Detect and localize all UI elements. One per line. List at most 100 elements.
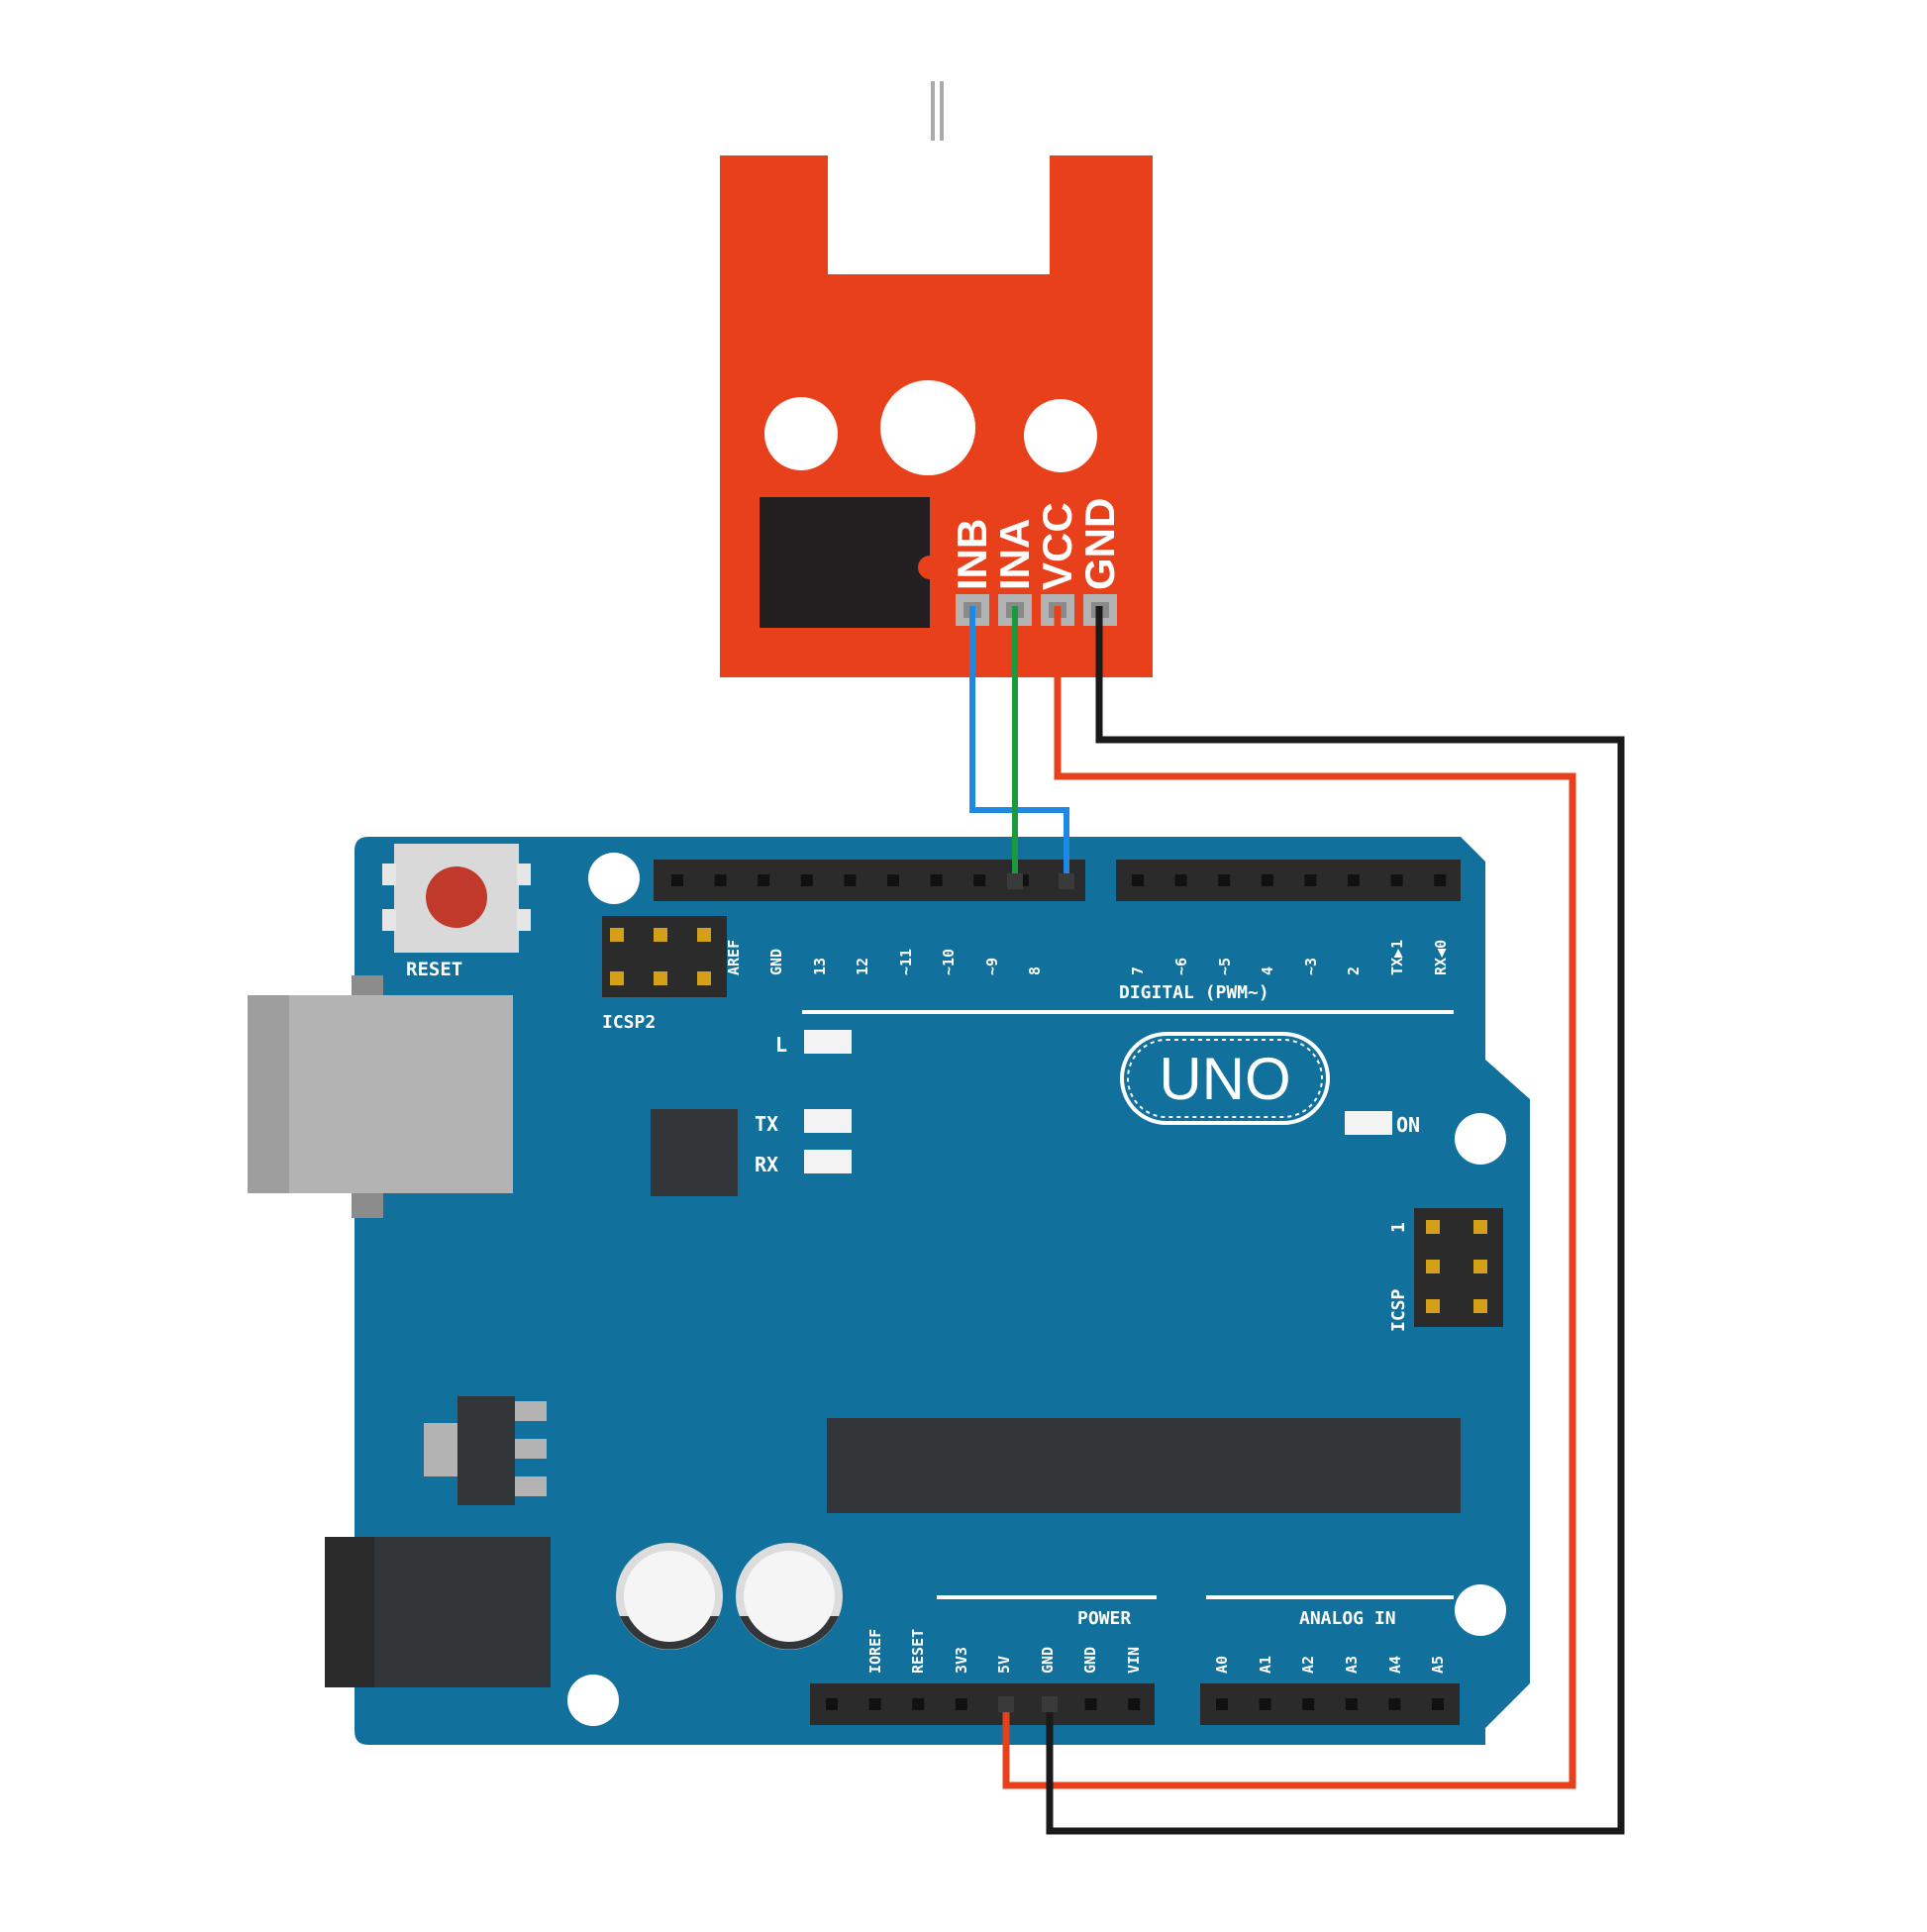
- pin-label: A2: [1299, 1656, 1317, 1674]
- power-label: POWER: [1077, 1608, 1131, 1629]
- digital-header-label: DIGITAL (PWM~): [1119, 982, 1269, 1003]
- led-tx-label: TX: [755, 1112, 778, 1136]
- digital-header-right: [1116, 860, 1461, 901]
- header-pin: [1132, 874, 1144, 886]
- led-rx: [804, 1150, 852, 1173]
- motor-shaft-core: [935, 81, 940, 141]
- mount-hole: [1455, 1113, 1506, 1165]
- icsp-label: ICSP: [1388, 1288, 1409, 1332]
- pin-label: GND: [767, 949, 785, 975]
- pin-label: 8: [1026, 966, 1044, 975]
- wire-inb: [969, 606, 1069, 881]
- led-on-label: ON: [1396, 1113, 1420, 1137]
- led-tx: [804, 1109, 852, 1133]
- pin-label: ~11: [897, 949, 915, 975]
- pin-label: A5: [1429, 1656, 1447, 1674]
- usb-chip: [651, 1109, 738, 1196]
- header-pin: [1432, 1698, 1444, 1710]
- reset-button[interactable]: [382, 844, 531, 953]
- header-pin: [1259, 1698, 1271, 1710]
- module-hole: [1024, 399, 1097, 472]
- arduino-uno-board: RESET ICSP2 L TX RX ON DIG: [248, 837, 1530, 1745]
- power-header: [810, 1683, 1155, 1725]
- pin-label: 3V3: [953, 1647, 970, 1674]
- header-pin: [1216, 1698, 1228, 1710]
- header-pin: [887, 874, 899, 886]
- pin-label: GND: [1039, 1647, 1057, 1674]
- pin-label: 13: [811, 958, 829, 975]
- driver-chip: [760, 497, 930, 628]
- wire-end-pin: [1007, 873, 1023, 889]
- header-pin: [868, 1698, 881, 1710]
- voltage-regulator: [424, 1396, 547, 1505]
- microcontroller-chip: [827, 1418, 1461, 1513]
- header-pin: [826, 1698, 838, 1710]
- module-pin-label: INB: [949, 519, 995, 590]
- svg-text:UNO: UNO: [1159, 1046, 1290, 1112]
- pin-label: A0: [1213, 1656, 1231, 1674]
- pin-label: ~5: [1216, 958, 1234, 975]
- pin-label: IOREF: [866, 1629, 884, 1674]
- header-pin: [1434, 874, 1447, 886]
- pin-label: VIN: [1125, 1647, 1143, 1674]
- mount-hole: [567, 1675, 619, 1726]
- icsp2-label: ICSP2: [602, 1012, 656, 1033]
- wire-vcc: [1002, 606, 1576, 1789]
- pin-label: ~10: [940, 949, 958, 975]
- module-pin-label: GND: [1076, 498, 1123, 590]
- header-pin: [1304, 874, 1317, 886]
- header-pin: [1174, 874, 1187, 886]
- wires: [969, 606, 1625, 1835]
- pin-label: ~6: [1172, 958, 1190, 975]
- header-pin: [1302, 1698, 1315, 1710]
- led-rx-label: RX: [755, 1153, 778, 1176]
- icsp2-header: [602, 916, 727, 997]
- header-pin: [955, 1698, 967, 1710]
- mount-hole: [588, 853, 640, 904]
- pin-label: GND: [1081, 1647, 1099, 1674]
- wire-end-pin: [1059, 873, 1074, 889]
- reset-label: RESET: [406, 959, 462, 980]
- pin-label: A4: [1386, 1656, 1404, 1674]
- header-pin: [1084, 1698, 1097, 1710]
- module-hole: [764, 397, 838, 470]
- analog-header: [1200, 1683, 1460, 1725]
- led-l-label: L: [775, 1033, 787, 1057]
- pin-label: 2: [1345, 966, 1363, 975]
- power-jack: [325, 1537, 551, 1687]
- header-pin: [973, 874, 986, 886]
- driver-chip-notch: [918, 556, 942, 579]
- icsp-pin1-label: 1: [1388, 1222, 1409, 1233]
- pin-label: 4: [1259, 966, 1276, 975]
- pin-label: RX◀0: [1432, 940, 1450, 975]
- header-pin: [1128, 1698, 1141, 1710]
- module-hole: [880, 380, 975, 475]
- pin-label: ~9: [983, 958, 1001, 975]
- motor-body: [828, 139, 1050, 274]
- usb-connector: [248, 975, 513, 1218]
- pin-label: 7: [1129, 966, 1147, 975]
- header-pin: [758, 874, 770, 886]
- icsp-header: [1414, 1208, 1503, 1327]
- wire-end-pin: [1042, 1696, 1058, 1712]
- capacitor: [736, 1543, 843, 1650]
- pin-label: 12: [854, 958, 871, 975]
- module-pin-label: VCC: [1034, 502, 1080, 590]
- pin-label: 5V: [995, 1656, 1013, 1674]
- module-pin-label: INA: [991, 519, 1038, 590]
- header-pin: [1345, 1698, 1358, 1710]
- header-pin: [1261, 874, 1273, 886]
- pin-label: A1: [1257, 1656, 1274, 1674]
- board-pcb: [355, 837, 1530, 1745]
- header-pin: [1390, 874, 1403, 886]
- pin-label: AREF: [725, 940, 743, 975]
- wire-end-pin: [998, 1696, 1014, 1712]
- header-pin: [714, 874, 727, 886]
- mount-hole: [1455, 1584, 1506, 1636]
- led-on: [1345, 1111, 1392, 1135]
- pin-label: ~3: [1302, 958, 1320, 975]
